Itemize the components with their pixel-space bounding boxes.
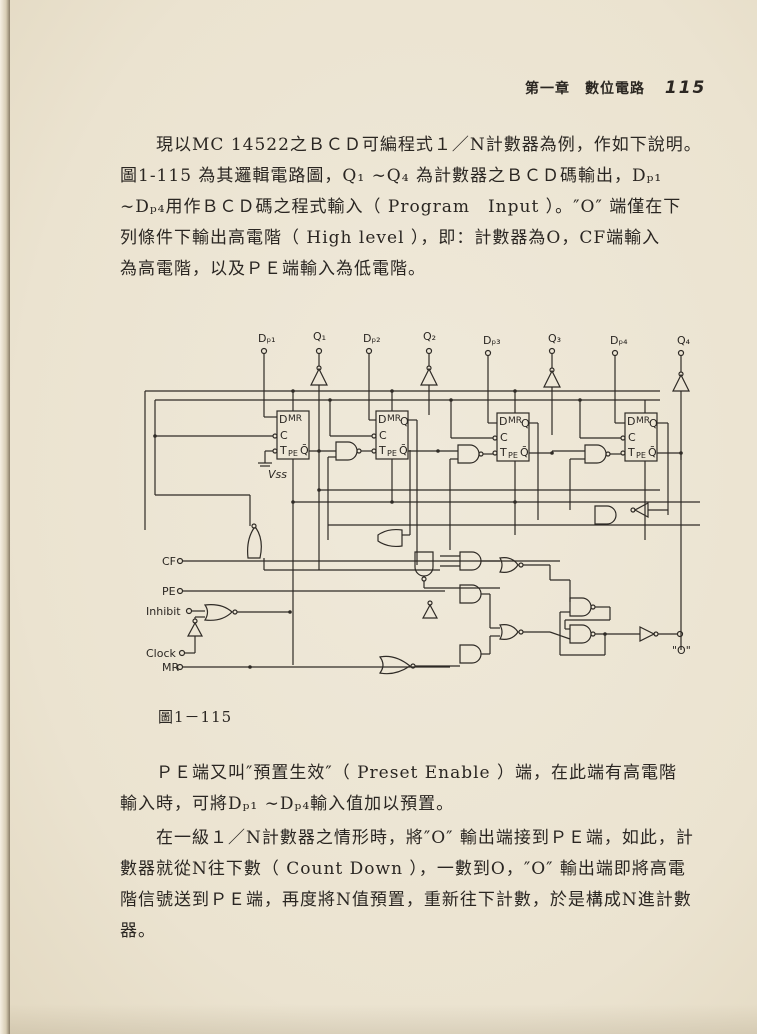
or-gate-left [247,523,440,571]
label-q4: Q₄ [677,334,691,347]
label-dp3: Dₚ₃ [483,334,501,347]
nand-gates-row [309,441,621,550]
svg-text:D: D [378,413,386,426]
label-q2: Q₂ [423,330,436,343]
text-line: ＰＥ端又叫″預置生效″（ Preset Enable ）端，在此端有高電階 [156,763,678,783]
svg-text:PE: PE [636,451,646,460]
svg-text:D: D [499,415,507,428]
svg-text:PE: PE [288,449,298,458]
paragraph-count-down: 在一級１／N計數器之情形時，將″O″ 輸出端接到ＰＥ端，如此，計 數器就從N往下… [120,823,720,947]
text-line: ∼Dₚ₄用作ＢＣＤ碼之程式輸入（ Program Input ）。″O″ 端僅在… [120,197,682,217]
svg-text:T: T [499,446,507,459]
text-line: 在一級１／N計數器之情形時，將″O″ 輸出端接到ＰＥ端，如此，計 [156,828,694,848]
svg-text:MR: MR [508,416,522,426]
label-dp4: Dₚ₄ [610,334,628,347]
text-line: 圖1-115 為其邏輯電路圖，Q₁ ∼Q₄ 為計數器之ＢＣＤ碼輸出，Dₚ₁ [120,166,663,186]
svg-text:PE: PE [508,451,518,460]
label-dp1: Dₚ₁ [258,332,276,345]
paragraph-preset-enable: ＰＥ端又叫″預置生效″（ Preset Enable ）端，在此端有高電階 輸入… [120,758,720,820]
input-cf: CF [162,555,176,568]
svg-text:MR: MR [288,414,302,424]
svg-text:T: T [378,444,386,457]
output-o-label: "O" [672,644,691,657]
text-line: 現以MC 14522之ＢＣＤ可編程式１／N計數器為例，作如下說明。 [156,135,702,155]
svg-text:Q: Q [649,417,658,430]
text-line: 為高電階，以及ＰＥ端輸入為低電階。 [120,259,426,279]
svg-text:T: T [627,446,635,459]
left-inputs: CF PE Inhibit Clock MR [146,555,560,674]
svg-text:Q̄: Q̄ [300,444,309,457]
flipflop-1: D MR C T PE Q̄ Vss [155,391,310,665]
page-number: 115 [664,78,707,98]
text-line: 輸入時，可將Dₚ₁ ∼Dₚ₄輸入值加以預置。 [120,794,455,814]
svg-text:Q̄: Q̄ [399,444,408,457]
logic-circuit-diagram: Dₚ₁ Q₁ Dₚ₂ Q₂ Dₚ₃ Q₃ Dₚ₄ Q₄ [140,320,720,695]
book-spine-edge [0,0,10,1034]
flipflop-2: D MR Q C T PE Q̄ [329,391,438,565]
junction-dots [153,389,683,669]
figure-caption: 圖1－115 [158,708,233,726]
svg-text:C: C [379,429,387,442]
page-shadow [10,1004,757,1034]
input-pe: PE [162,585,176,598]
or-gate-mid [377,450,411,548]
label-q1: Q₁ [313,330,326,343]
input-inhibit: Inhibit [146,605,181,618]
svg-text:C: C [500,431,508,444]
svg-text:Q̄: Q̄ [520,446,529,459]
top-bus-wires [144,390,660,530]
lower-logic [378,551,550,675]
text-line: 列條件下輸出高電階（ High level ），即：計數器為O，CF端輸入 [120,228,661,248]
top-pin-labels: Dₚ₁ Q₁ Dₚ₂ Q₂ Dₚ₃ Q₃ Dₚ₄ Q₄ [258,330,691,347]
svg-text:C: C [628,431,636,444]
input-mr: MR [162,661,179,674]
text-line: 階信號送到ＰＥ端，再度將N值預置，重新往下計數，於是構成N進計數 [120,890,692,910]
svg-text:D: D [627,415,635,428]
label-dp2: Dₚ₂ [363,332,381,345]
text-line: 數器就從N往下數（ Count Down ），一數到O，″O″ 輸出端即將高電 [120,859,686,879]
svg-text:C: C [280,429,288,442]
middle-bus-wires [155,489,700,526]
svg-text:Q̄: Q̄ [648,446,657,459]
output-latch: "O" [549,565,691,657]
vss-label: Vss [268,468,287,481]
flipflop-4: D MR Q C T PE Q̄ [579,400,682,650]
flipflop-3: D MR Q C T PE Q̄ [450,391,552,535]
mid-right-nand-inverter [594,501,668,525]
svg-text:Q: Q [521,417,530,430]
paragraph-intro: 現以MC 14522之ＢＣＤ可編程式１／N計數器為例，作如下說明。 圖1-115… [120,130,720,285]
svg-text:D: D [279,413,287,426]
top-pins [260,347,685,424]
label-q3: Q₃ [548,332,561,345]
chapter-title: 第一章 數位電路 [525,81,645,97]
svg-text:MR: MR [387,414,401,424]
input-clock: Clock [146,647,177,660]
clock-gating [186,604,290,653]
text-line: 器。 [120,921,156,941]
svg-text:T: T [279,444,287,457]
output-buffers [310,365,690,570]
svg-text:PE: PE [387,449,397,458]
svg-text:Q: Q [400,415,409,428]
svg-text:MR: MR [636,416,650,426]
book-page [10,0,757,1034]
running-header: 第一章 數位電路 115 [525,78,706,98]
